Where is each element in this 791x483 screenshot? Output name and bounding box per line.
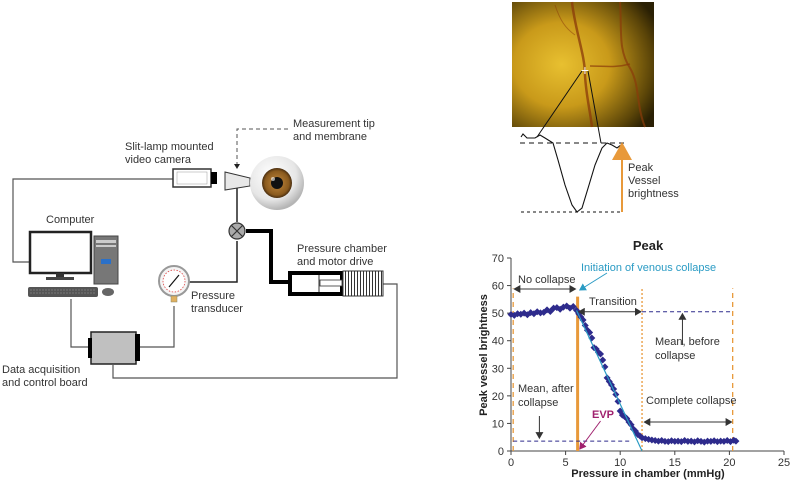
vessel [589, 63, 631, 68]
computer-icon [28, 230, 119, 297]
vessel [619, 1, 646, 128]
tube-valve-gauge [188, 241, 238, 283]
profile-leader [536, 70, 602, 144]
vessel [554, 4, 576, 36]
x-tick-label: 0 [508, 457, 514, 469]
y-tick-label: 30 [492, 363, 504, 375]
annotation-mean-before: collapse [655, 350, 695, 362]
y-tick-label: 60 [492, 281, 504, 293]
x-tick-label: 25 [778, 457, 790, 469]
annotation-no-collapse: No collapse [518, 274, 575, 286]
annotation-transition: Transition [589, 296, 637, 308]
x-axis-label: Pressure in chamber (mmHg) [571, 468, 725, 480]
y-tick-label: 40 [492, 336, 504, 348]
initiation-arrow [578, 272, 608, 291]
chart: Peak Peak vessel brightness Pressure in … [478, 238, 790, 480]
eye-icon [250, 156, 304, 210]
data-point [597, 350, 605, 358]
daq-board-icon [88, 331, 140, 365]
vessel [570, 1, 594, 128]
annotation-mean-after: collapse [518, 397, 558, 409]
pressure-chamber-icon [288, 270, 384, 297]
brightness-profile [520, 133, 622, 213]
pressure-gauge-icon [158, 265, 190, 303]
crosshair-icon: + [581, 62, 589, 78]
chart-title: Peak [633, 238, 664, 253]
measurement-tip-icon [224, 171, 251, 191]
annotation-mean-after: Mean, after [518, 383, 574, 395]
wire-daq-motor [112, 283, 398, 379]
wire-computer-daq [70, 299, 91, 348]
annotation-evp: EVP [592, 409, 614, 421]
x-tick-label: 15 [669, 457, 681, 469]
wire-gauge-daq [136, 306, 175, 348]
x-tick-label: 20 [723, 457, 735, 469]
y-tick-label: 70 [492, 253, 504, 265]
label-computer: Computer [46, 214, 95, 226]
data-point [732, 437, 740, 445]
wire-camera-computer [12, 178, 173, 263]
y-tick-label: 0 [498, 446, 504, 458]
video-camera-icon [172, 168, 217, 188]
x-tick-label: 5 [563, 457, 569, 469]
y-tick-label: 20 [492, 391, 504, 403]
data-point [569, 303, 577, 311]
y-tick-label: 50 [492, 308, 504, 320]
y-tick-label: 10 [492, 418, 504, 430]
valve-icon [228, 222, 246, 240]
x-tick-label: 10 [614, 457, 626, 469]
annotation-initiation: Initiation of venous collapse [581, 262, 716, 274]
fit-line [575, 310, 643, 452]
tube-valve-chamber [246, 229, 290, 284]
annotation-complete-collapse: Complete collapse [646, 395, 737, 407]
y-axis-label: Peak vessel brightness [478, 294, 490, 416]
evp-arrow [579, 420, 601, 450]
annotation-mean-before: Mean, before [655, 336, 720, 348]
dashed-leader-tip [234, 128, 288, 169]
